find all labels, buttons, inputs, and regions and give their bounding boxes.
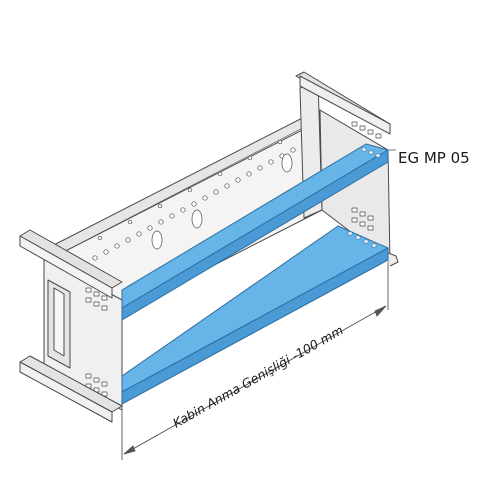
dimension-line <box>123 305 387 455</box>
mounting-rails <box>121 143 389 405</box>
product-label: EG MP 05 <box>398 149 470 167</box>
dimension-arrow-right <box>374 305 387 317</box>
dimension-arrow-left <box>123 445 136 455</box>
back-rail-holes <box>92 127 307 261</box>
cabinet-frame <box>19 71 399 423</box>
width-dimension <box>121 262 389 460</box>
